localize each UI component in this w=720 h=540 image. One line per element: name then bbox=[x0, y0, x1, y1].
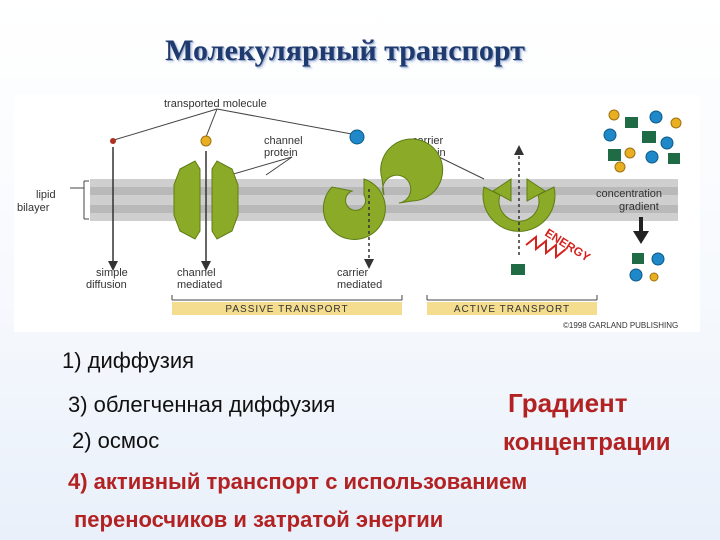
gradient-label-cont: концентрации bbox=[503, 429, 671, 456]
label-channel-mediated: mediated bbox=[177, 279, 222, 291]
molecule-green-icon bbox=[642, 131, 656, 143]
molecule-gold-icon bbox=[200, 135, 212, 147]
label-lipid-bilayer: lipid bbox=[36, 189, 56, 201]
energy-zigzag-icon bbox=[525, 234, 567, 260]
passive-transport-bar bbox=[172, 302, 402, 315]
active-transport-bar bbox=[427, 302, 597, 315]
label-active-transport: ACTIVE TRANSPORT bbox=[454, 304, 570, 315]
molecule-blue-icon bbox=[660, 136, 674, 150]
label-channel-mediated: channel bbox=[177, 267, 216, 279]
list-item-active-transport: 4) активный транспорт с использованием bbox=[68, 469, 528, 494]
arrow-head-icon bbox=[514, 145, 524, 155]
label-carrier-mediated: mediated bbox=[337, 279, 382, 291]
molecule-gold-icon bbox=[670, 117, 682, 129]
molecule-green-icon bbox=[511, 264, 525, 275]
molecule-green-icon bbox=[608, 149, 621, 161]
channel-protein-right bbox=[211, 160, 239, 240]
label-channel-protein: protein bbox=[264, 147, 298, 159]
gradient-label: Градиент bbox=[508, 388, 628, 418]
pointer-line bbox=[265, 156, 293, 176]
small-molecule-icon bbox=[110, 138, 116, 144]
arrow-head-icon bbox=[201, 261, 211, 271]
carrier-protein-left bbox=[322, 178, 386, 240]
label-concentration-gradient: concentration bbox=[596, 188, 662, 200]
molecule-blue-icon bbox=[349, 129, 365, 145]
molecule-gold-icon bbox=[649, 272, 659, 282]
list-item-active-transport-cont: переносчиков и затратой энергии bbox=[74, 507, 444, 532]
molecule-blue-icon bbox=[645, 150, 659, 164]
label-simple-diffusion: simple bbox=[96, 267, 128, 279]
channel-protein-left bbox=[173, 160, 201, 240]
list-item-diffusion: 1) диффузия bbox=[62, 348, 195, 373]
molecule-gold-icon bbox=[614, 161, 626, 173]
label-passive-transport: PASSIVE TRANSPORT bbox=[225, 304, 348, 315]
membrane-transport-diagram: transported molecule channel protein car… bbox=[14, 95, 700, 332]
molecule-blue-icon bbox=[603, 128, 617, 142]
molecule-blue-icon bbox=[629, 268, 643, 282]
list-item-osmosis: 2) осмос bbox=[72, 428, 160, 453]
molecule-gold-icon bbox=[624, 147, 636, 159]
active-carrier-protein bbox=[482, 186, 556, 232]
copyright-text: ©1998 GARLAND PUBLISHING bbox=[563, 321, 678, 330]
arrow-head-icon bbox=[108, 261, 118, 271]
molecule-green-icon bbox=[625, 117, 638, 128]
label-channel-protein: channel bbox=[264, 135, 303, 147]
molecule-blue-icon bbox=[649, 110, 663, 124]
slide-title: Молекулярный транспорт bbox=[165, 34, 525, 67]
pointer-line bbox=[205, 108, 218, 138]
molecule-green-icon bbox=[632, 253, 644, 264]
membrane-transport-figure: transported molecule channel protein car… bbox=[14, 95, 700, 332]
arrow-head-icon bbox=[633, 231, 649, 244]
molecule-gold-icon bbox=[608, 109, 620, 121]
pointer-line bbox=[229, 156, 293, 176]
label-transported-molecule: transported molecule bbox=[164, 98, 267, 110]
pointer-line bbox=[216, 108, 358, 136]
molecule-blue-icon bbox=[651, 252, 665, 266]
arrow-head-icon bbox=[364, 259, 374, 269]
molecule-green-icon bbox=[668, 153, 680, 164]
label-lipid-bilayer: bilayer bbox=[17, 202, 50, 214]
active-carrier-arm bbox=[492, 178, 512, 202]
carrier-protein-right bbox=[380, 138, 444, 204]
pointer-line bbox=[438, 156, 485, 180]
label-simple-diffusion: diffusion bbox=[86, 279, 127, 291]
pointer-line bbox=[113, 108, 218, 141]
active-carrier-arm bbox=[526, 178, 546, 202]
list-item-facilitated-diffusion: 3) облегченная диффузия bbox=[68, 392, 336, 417]
label-carrier-mediated: carrier bbox=[337, 267, 369, 279]
label-concentration-gradient: gradient bbox=[619, 201, 659, 213]
